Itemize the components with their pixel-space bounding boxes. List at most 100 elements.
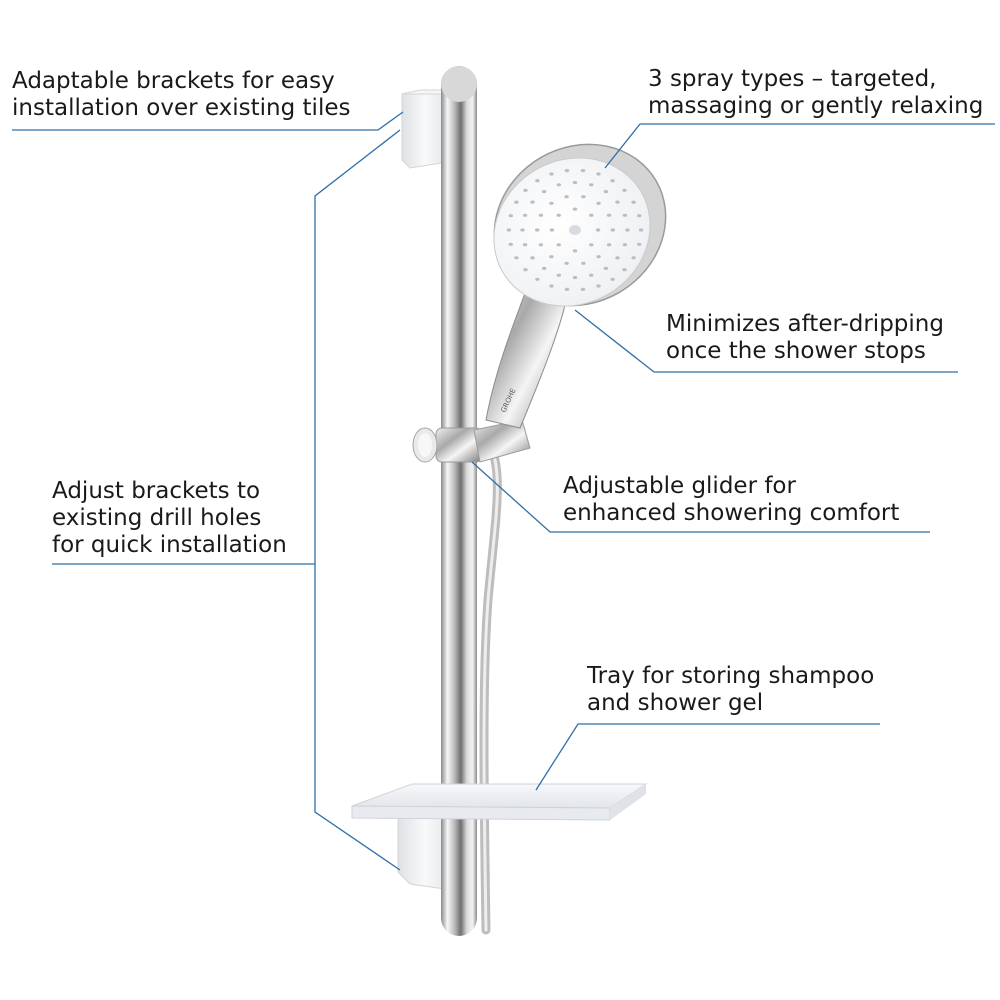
spray-nozzle — [615, 200, 620, 204]
spray-nozzle — [581, 261, 586, 265]
spray-nozzle — [622, 268, 627, 272]
spray-nozzle — [572, 249, 578, 253]
leader-line-drill-bottom — [314, 564, 401, 871]
spray-nozzle — [595, 228, 601, 232]
spray-nozzle — [589, 243, 594, 247]
spray-nozzle — [530, 256, 535, 260]
callout-line: Tray for storing shampoo — [587, 663, 875, 689]
spray-nozzle — [522, 243, 528, 247]
hand-shower-head — [493, 143, 667, 307]
spray-nozzle — [541, 190, 547, 194]
callout-drill-holes: Adjust brackets to existing drill holes … — [52, 478, 287, 559]
spray-nozzle — [589, 273, 594, 277]
spray-nozzle — [522, 213, 528, 217]
spray-nozzle — [603, 190, 609, 194]
spray-nozzle — [581, 195, 586, 199]
callout-line: massaging or gently relaxing — [648, 93, 984, 119]
spray-nozzle — [622, 213, 628, 217]
spray-nozzle — [615, 256, 620, 260]
callout-line: existing drill holes — [52, 505, 262, 531]
riser-rail — [441, 66, 477, 936]
leader-line-glider — [471, 461, 930, 533]
spray-nozzle — [508, 242, 513, 246]
adjustable-glider — [412, 419, 531, 463]
spray-nozzle — [638, 228, 644, 232]
spray-nozzle — [549, 284, 554, 288]
spray-nozzle — [596, 255, 601, 259]
callout-line: Adjust brackets to — [52, 478, 261, 504]
spray-nozzle — [572, 207, 578, 211]
shampoo-tray — [351, 783, 648, 821]
spray-nozzle — [535, 179, 540, 183]
callout-line: once the shower stops — [666, 338, 926, 364]
spray-nozzle — [580, 287, 586, 291]
spray-nozzle — [523, 268, 528, 272]
spray-nozzle — [514, 256, 519, 260]
spray-nozzle — [523, 188, 528, 192]
callout-line: enhanced showering comfort — [563, 500, 900, 526]
spray-nozzle — [589, 183, 594, 187]
callout-line: installation over existing tiles — [12, 95, 351, 121]
wall-bracket-top — [401, 89, 463, 169]
leader-line-spray — [604, 123, 995, 169]
spray-nozzle — [610, 228, 615, 232]
spray-nozzle — [535, 277, 540, 281]
spray-nozzle — [564, 169, 570, 173]
spray-nozzle — [572, 180, 578, 185]
leader-line-brackets-top — [12, 111, 404, 131]
spray-nozzle — [596, 201, 601, 205]
spray-nozzle — [549, 228, 555, 232]
spray-nozzle — [538, 243, 544, 247]
spray-nozzle — [606, 213, 612, 217]
spray-nozzles — [506, 169, 644, 291]
spray-nozzle — [610, 179, 615, 183]
callout-line: Adjustable glider for — [563, 473, 796, 499]
callout-line: Adaptable brackets for easy — [12, 68, 335, 94]
callout-adaptable-brackets: Adaptable brackets for easy installation… — [12, 68, 350, 122]
spray-nozzle — [610, 277, 615, 281]
spray-nozzle — [596, 172, 601, 176]
callout-line: for quick installation — [52, 532, 287, 558]
spray-nozzle — [625, 228, 630, 232]
spray-nozzle — [606, 243, 612, 247]
callout-tray: Tray for storing shampoo and shower gel — [587, 663, 874, 717]
spray-nozzle — [506, 228, 512, 232]
spray-nozzle — [549, 172, 554, 176]
callout-line: 3 spray types – targeted, — [648, 66, 937, 92]
spray-nozzle — [556, 273, 561, 277]
spray-nozzle — [530, 200, 535, 204]
spray-nozzle — [541, 266, 547, 270]
leader-line-drip — [574, 309, 958, 373]
spray-nozzle — [556, 243, 561, 247]
callout-line: and shower gel — [587, 690, 764, 716]
leader-lines — [12, 111, 995, 871]
spray-nozzle — [637, 214, 642, 218]
spray-nozzle — [549, 201, 554, 205]
spray-nozzle — [631, 200, 636, 204]
callout-after-dripping: Minimizes after-dripping once the shower… — [666, 311, 944, 365]
leader-line-drill — [52, 129, 401, 565]
spray-nozzle — [596, 284, 601, 288]
spray-nozzle — [637, 242, 642, 246]
leader-line-tray — [535, 723, 880, 791]
spray-nozzle — [631, 256, 636, 260]
callout-line: Minimizes after-dripping — [666, 311, 944, 337]
spray-nozzle — [520, 228, 525, 232]
spray-nozzle — [589, 213, 594, 217]
spray-nozzle — [572, 275, 578, 280]
spray-nozzle — [564, 195, 569, 199]
spray-nozzle — [580, 169, 586, 173]
callout-adjustable-glider: Adjustable glider for enhanced showering… — [563, 473, 899, 527]
spray-nozzle — [603, 266, 609, 270]
spray-nozzle — [622, 188, 627, 192]
spray-nozzle — [508, 214, 513, 218]
spray-nozzle — [535, 228, 540, 232]
callout-spray-types: 3 spray types – targeted, massaging or g… — [648, 66, 983, 120]
spray-nozzle — [564, 287, 570, 291]
spray-nozzle — [564, 261, 569, 265]
spray-nozzle — [538, 213, 544, 217]
spray-nozzle — [549, 255, 554, 259]
spray-nozzle — [556, 183, 561, 187]
spray-nozzle — [514, 200, 519, 204]
